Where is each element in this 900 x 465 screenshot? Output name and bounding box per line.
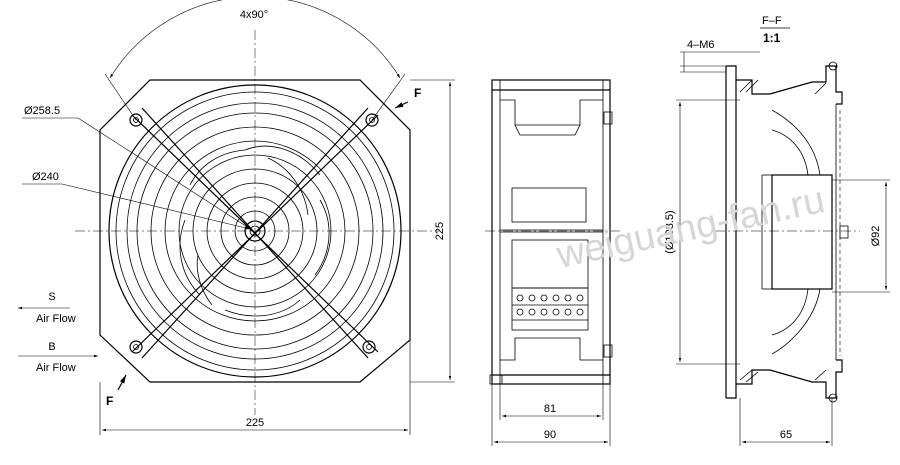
section-scale: 1:1 [763,31,781,45]
watermark: weiguang-fan.ru [552,179,828,277]
section-dia-label: (Ø198.5) [664,210,676,253]
airflow-b-text: Air Flow [36,362,76,374]
section-depth-label: 65 [780,429,792,441]
hub-dia-label: Ø92 [870,226,882,247]
depth-outer-label: 90 [544,429,556,441]
section-mark-bottom: F [106,394,113,408]
angle-ext-left [104,73,137,121]
section-blade-bottom [771,288,821,355]
housing-outline [99,79,411,383]
section-housing-top [726,65,843,105]
airflow-b-letter: B [48,341,55,353]
height-label: 225 [434,222,446,240]
section-blade-top [771,109,821,176]
mounting-screws [129,113,379,354]
terminal-block [511,287,589,331]
dia-outer-label: Ø258.5 [24,105,60,117]
section-view: F–F 1:1 [664,15,890,446]
section-motor-hub [771,174,833,290]
front-view: 4x90° Ø258.5 Ø240 225 225 F F S Air Flow… [18,0,455,435]
section-mark-top: F [414,86,421,100]
side-label-plate [511,187,587,223]
angle-label: 4x90° [240,9,268,21]
depth-inner-label: 81 [544,403,556,415]
angle-ext-right [371,73,406,121]
section-title: F–F [762,15,782,27]
width-label: 225 [246,417,264,429]
section-mark-bottom-arrow [117,374,127,391]
section-housing-bottom [726,359,843,399]
angle-dimension-arc [109,0,401,79]
impeller-blades [179,145,330,317]
dia-inner-leader [61,183,251,230]
dia-inner-label: Ø240 [32,171,59,183]
airflow-s-letter: S [48,291,55,303]
thread-label: 4–M6 [687,39,715,51]
side-housing [491,79,611,385]
side-view: 81 90 [485,79,620,446]
dia-outer-leader [77,117,253,231]
airflow-s-text: Air Flow [36,313,76,325]
section-mark-top-arrow [394,101,409,109]
section-hatching [739,79,827,383]
